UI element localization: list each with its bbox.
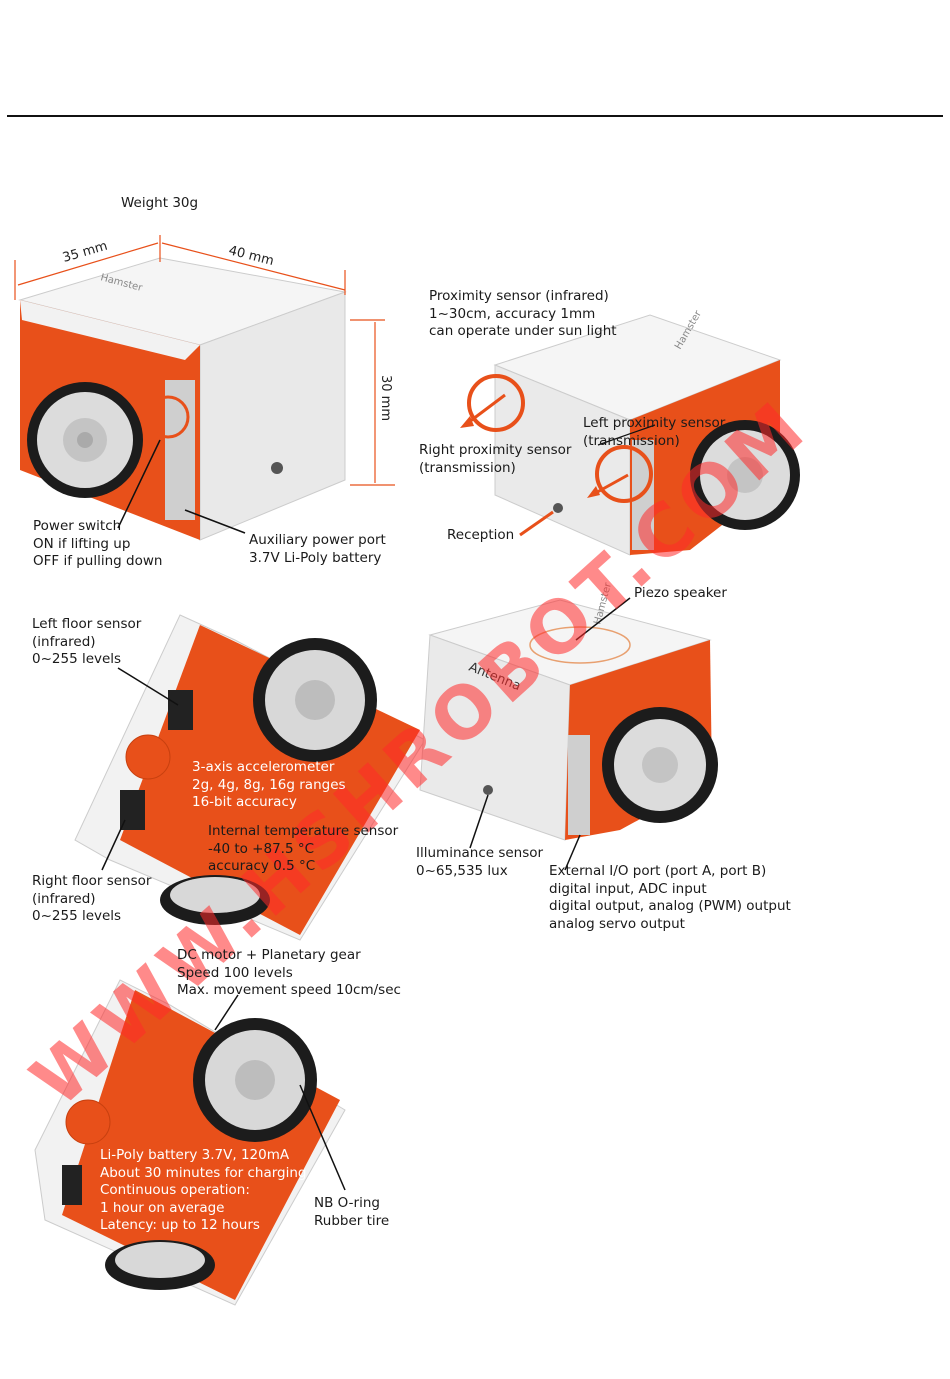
right-floor-label: Right floor sensor(infrared)0~255 levels [32,873,152,924]
pointer-lines-1 [117,439,246,534]
right-proximity-label: Right proximity sensor(transmission) [419,442,572,476]
header-rule [7,115,943,117]
temperature-label: Internal temperature sensor-40 to +87.5 … [208,823,399,874]
robot-front-view: Hamster [18,257,347,541]
proximity-label: Proximity sensor (infrared)1~30cm, accur… [429,288,617,339]
robot-bottom-view [74,614,426,941]
left-proximity-label: Left proximity sensor(transmission) [583,415,726,449]
pointer-lines-4 [469,597,631,871]
dim-width: 35 mm [61,239,109,266]
pointer-lines-5 [214,994,346,1191]
dim-height: 30 mm [378,375,393,421]
robot-proximity-view: Hamster [460,308,800,556]
left-floor-label: Left floor sensor(infrared)0~255 levels [32,616,142,667]
reception-label: Reception [447,527,515,543]
dimension-lines [14,235,395,486]
pointer-left-prox [597,424,656,446]
robot-battery-view [34,979,346,1306]
piezo-label: Piezo speaker [634,585,727,601]
external-io-label: External I/O port (port A, port B)digita… [549,863,791,932]
weight-label: Weight 30g [121,195,199,211]
pointer-lines-3 [101,667,179,871]
dim-length: 40 mm [227,243,275,269]
robot-top-view: Antenna Hamster [419,581,718,841]
